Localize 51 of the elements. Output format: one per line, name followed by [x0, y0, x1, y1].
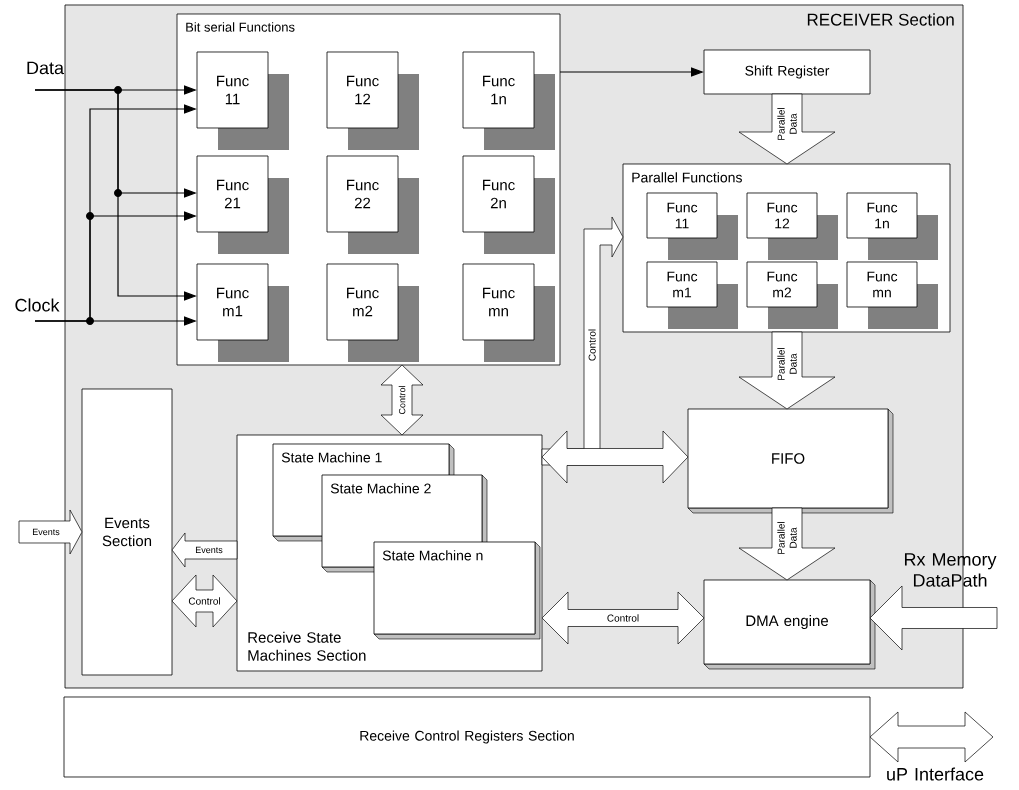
edge-label: Events: [196, 546, 223, 554]
edge-label: Control: [607, 614, 639, 622]
function-box: Func 11: [646, 192, 738, 260]
signal-label: Data: [27, 61, 64, 75]
block-arrow: [738, 331, 836, 410]
fifo-box: FIFO: [687, 408, 894, 514]
function-box: Func 1n: [462, 51, 555, 150]
signal-label: Clock: [15, 298, 60, 312]
node-label: Func: [667, 271, 698, 282]
node-label: Func: [767, 271, 798, 282]
block-arrow: [869, 711, 994, 763]
function-box: Func 22: [326, 155, 419, 254]
function-box: Func m2: [326, 263, 419, 362]
edge-label: Parallel Data: [777, 522, 797, 554]
edge-label: Parallel Data: [777, 108, 797, 140]
function-box: Func mn: [462, 263, 555, 362]
engine-box: DMA engine: [703, 579, 876, 670]
function-box: Func 2n: [462, 155, 555, 254]
block-arrow: [869, 585, 998, 651]
function-box: Func mn: [846, 261, 938, 329]
edge-label: Control: [588, 329, 596, 361]
function-box: Func 12: [326, 51, 419, 150]
edge-label: Control: [398, 386, 406, 415]
edge-label: Parallel Data: [777, 348, 797, 380]
block-arrow: [541, 591, 705, 645]
block-arrow: [738, 507, 836, 581]
node-label: Func: [867, 202, 898, 213]
node-label: Func: [767, 202, 798, 213]
node-label: Func: [667, 202, 698, 213]
function-box: Func 21: [196, 155, 289, 254]
state-machine-box: State Machine n: [373, 541, 541, 640]
block-arrow: [541, 430, 689, 484]
edge-label: Control: [188, 597, 220, 605]
block-arrow: [380, 364, 424, 436]
section-box: Events Section: [81, 388, 173, 676]
function-box: Func m1: [196, 263, 289, 362]
function-box: Func 1n: [846, 192, 938, 260]
section-box: Receive Control Registers Section: [63, 696, 871, 778]
function-box: Func 11: [196, 51, 289, 150]
edge-label: Events: [33, 528, 60, 536]
register-box: Shift Register: [703, 49, 871, 95]
block-arrow: [18, 509, 83, 555]
edge-label: uP Interface: [887, 767, 984, 781]
block-arrow: [738, 93, 836, 165]
edge-label: Rx Memory DataPath: [905, 553, 997, 587]
block-arrow: [171, 574, 238, 628]
node-label: Func: [867, 271, 898, 282]
function-box: Func 12: [746, 192, 838, 260]
function-box: Func m1: [646, 261, 738, 329]
function-box: Func m2: [746, 261, 838, 329]
block-arrow: [171, 532, 238, 568]
